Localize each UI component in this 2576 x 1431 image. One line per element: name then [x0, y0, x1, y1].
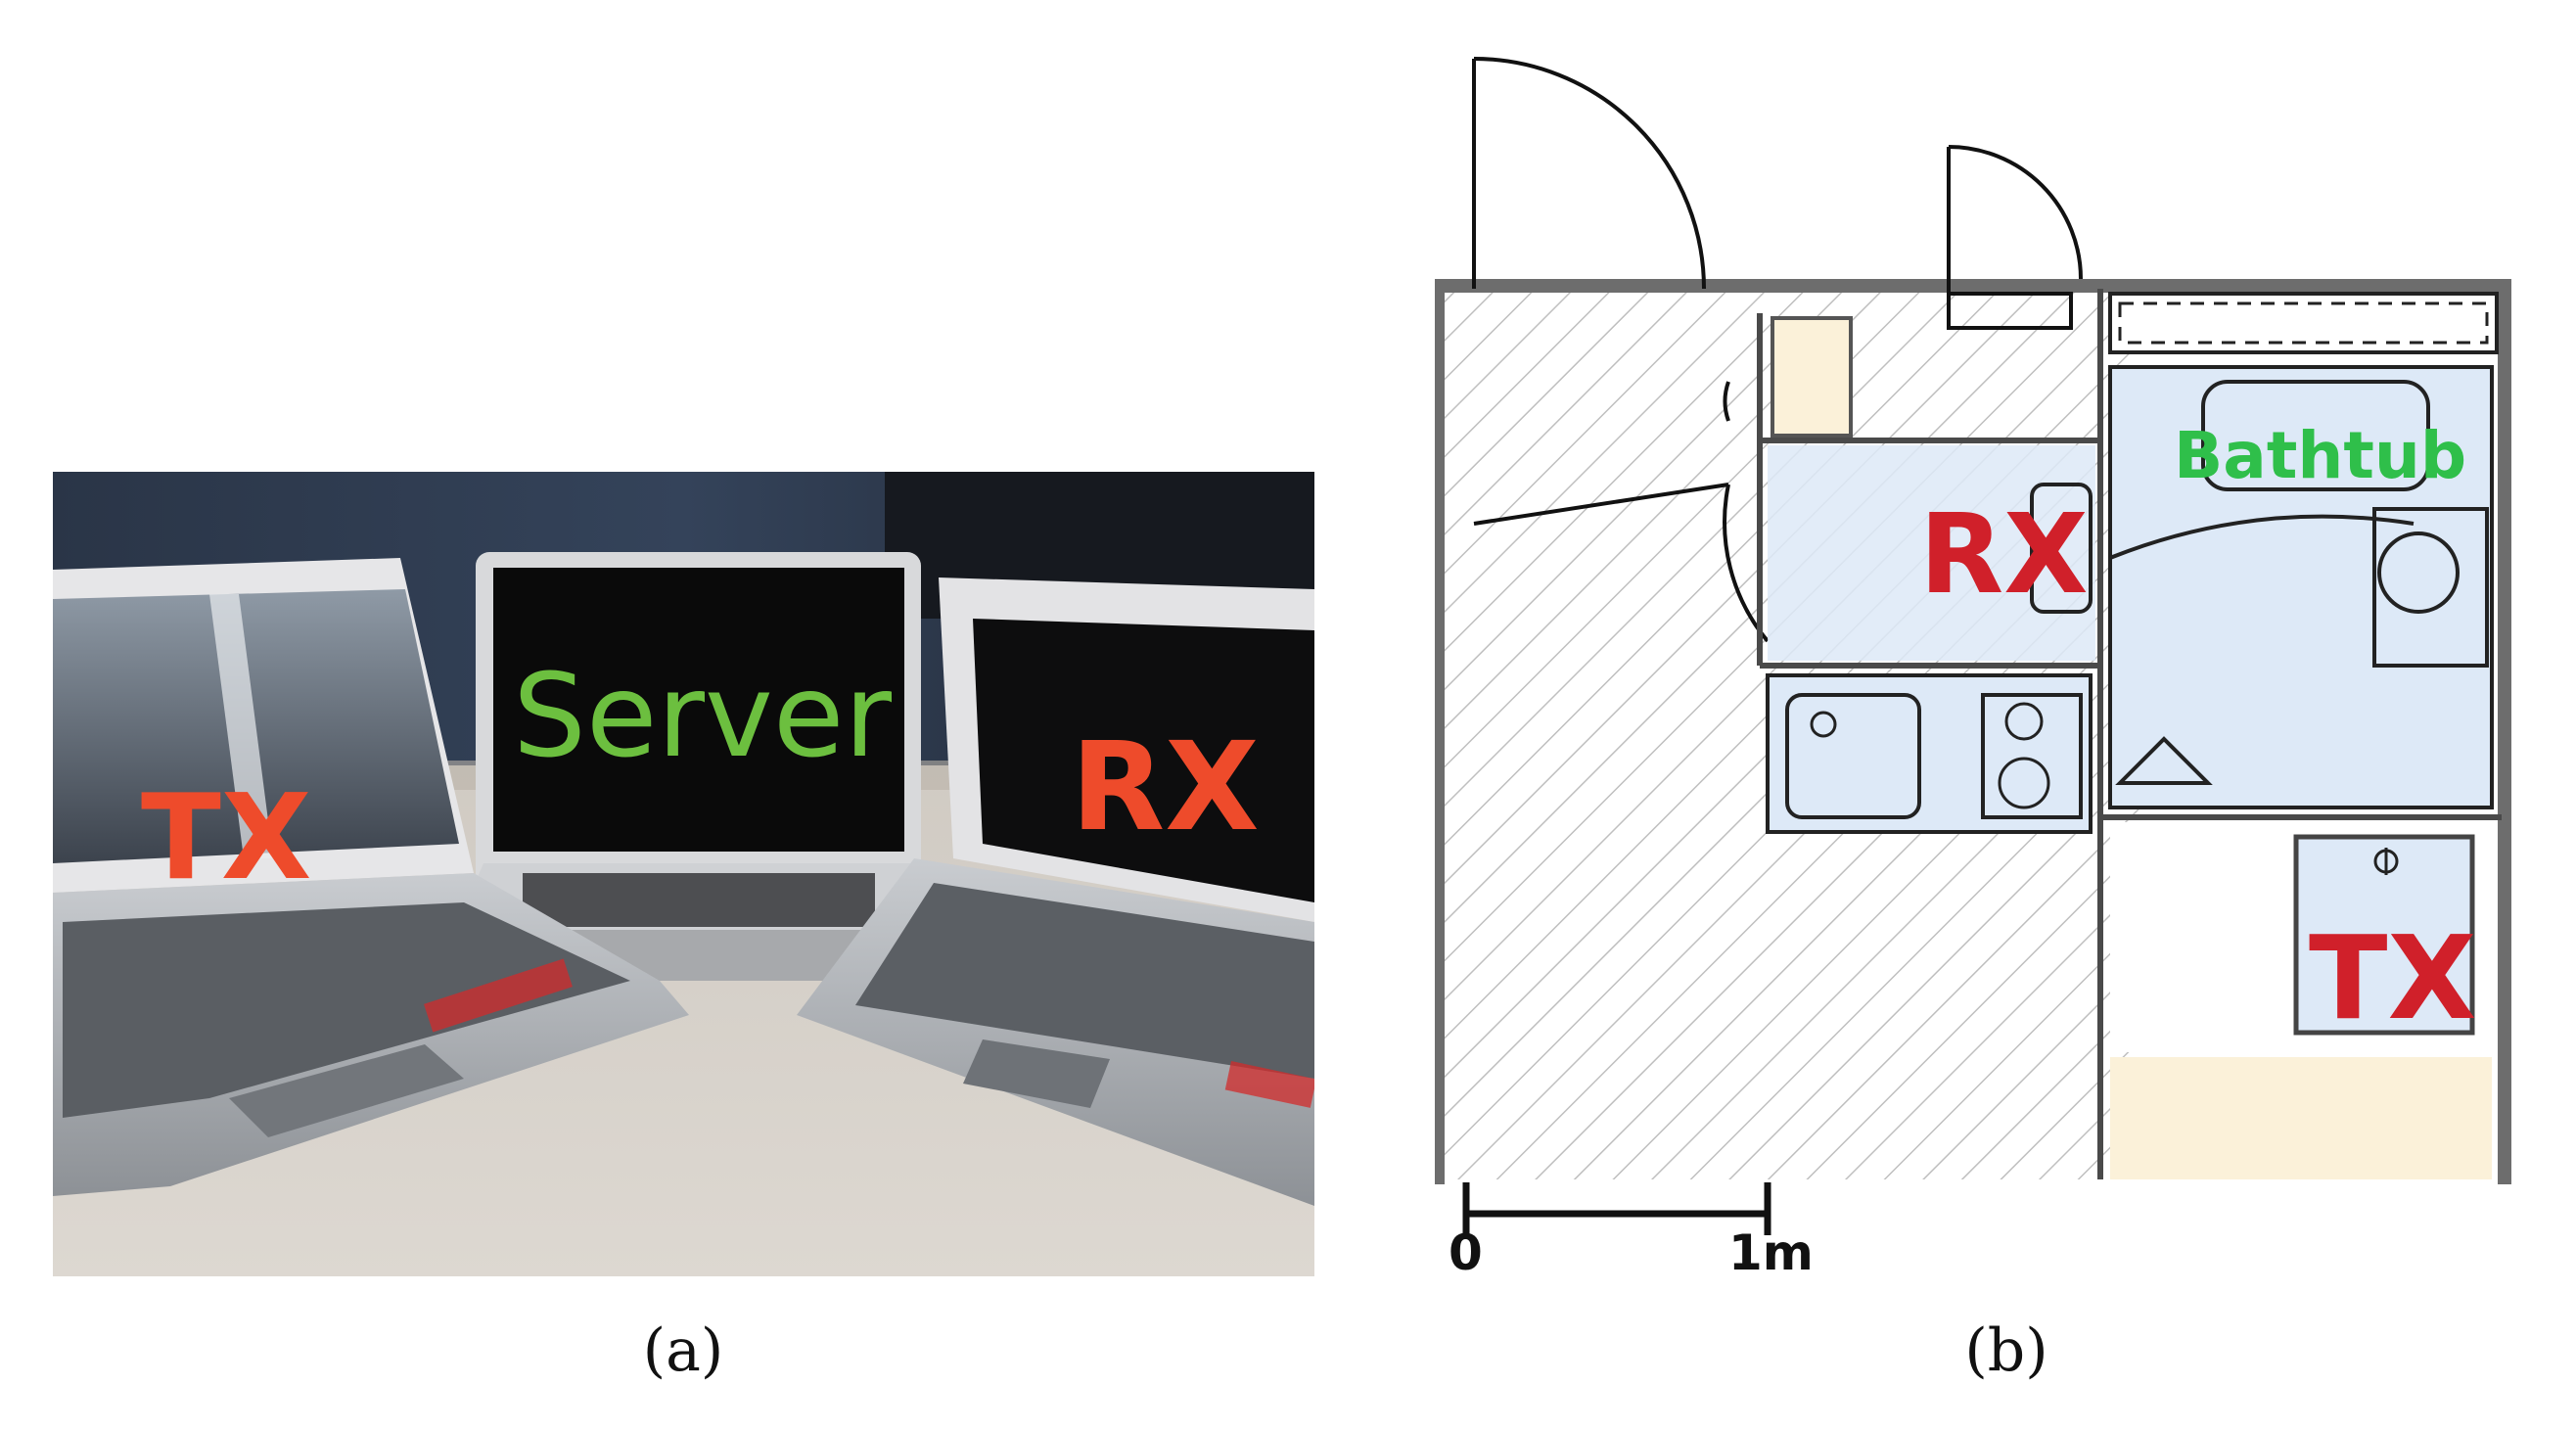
- scale-bar: [1462, 1182, 1771, 1235]
- laptop-server: [449, 552, 948, 981]
- laptop-tx: [53, 558, 689, 1196]
- scale-start-label: 0: [1449, 1224, 1483, 1272]
- rx-label: RX: [1919, 491, 2089, 619]
- floor-plan: 0 1m RX Bathtub TX: [1435, 39, 2541, 1272]
- storage-area: [2110, 1057, 2492, 1179]
- bathtub-label: Bathtub: [2174, 418, 2466, 493]
- photo-laptops: TX Server RX: [53, 472, 1314, 1276]
- bathtub: [2201, 380, 2430, 491]
- server-label: Server: [513, 648, 892, 783]
- kitchen-counter: [1766, 673, 2093, 834]
- outer-walls: [1435, 279, 2511, 1184]
- laptop-rx: [797, 577, 1314, 1206]
- rx-label: RX: [1071, 716, 1260, 858]
- caption-a: (a): [642, 1316, 724, 1385]
- tx-area: [2293, 834, 2475, 1036]
- scale-end-label: 1m: [1728, 1224, 1814, 1272]
- inner-door: [1473, 381, 1770, 643]
- closet-door: [1947, 145, 2083, 330]
- tx-label: TX: [2309, 910, 2476, 1045]
- cabinet: [1771, 316, 1853, 438]
- entrance-door: [1472, 57, 1706, 290]
- caption-b: (b): [1964, 1316, 2048, 1385]
- partitions: [1757, 289, 2502, 1179]
- rx-area: [1768, 445, 2095, 661]
- tx-label: TX: [141, 770, 311, 906]
